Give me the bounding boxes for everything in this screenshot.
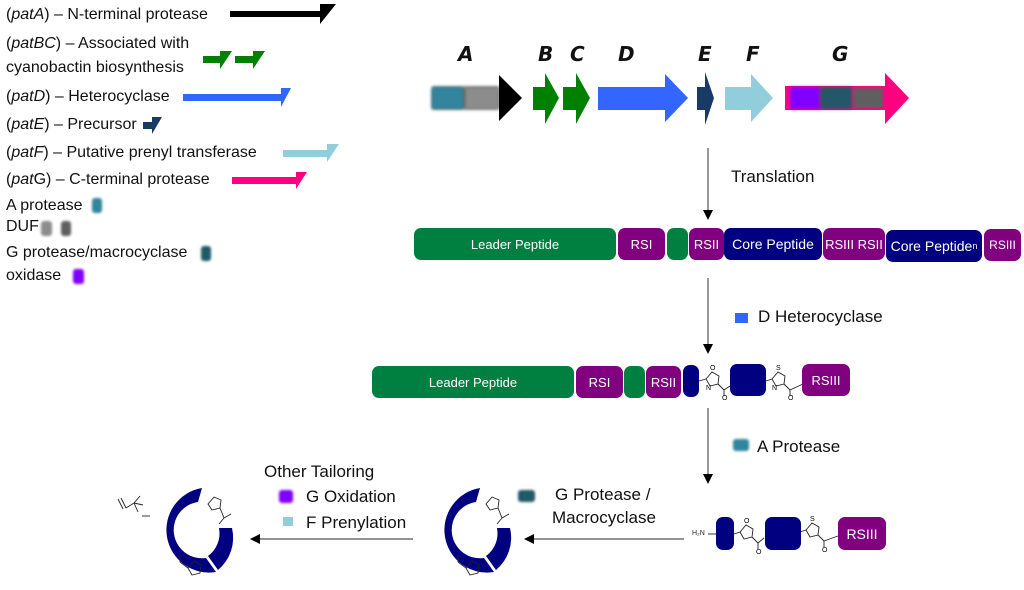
- legend-oxidase: oxidase: [6, 267, 62, 284]
- gene-letter-f: F: [746, 42, 760, 66]
- gene-code: patE: [11, 116, 45, 133]
- rsiii-segment: RSIII: [802, 364, 850, 396]
- gene-arrow-d: [598, 74, 688, 122]
- spacer-segment: [667, 228, 688, 260]
- a-protease-swatch: [92, 198, 102, 213]
- g-protease-step-swatch: [518, 490, 535, 502]
- gene-arrow-g: [785, 73, 909, 124]
- atom-label: O: [744, 518, 750, 525]
- cleaved-chem: [708, 522, 839, 549]
- gene-letter-a: A: [458, 42, 474, 66]
- gene-arrow-a: [432, 75, 522, 121]
- gene-code: patD: [11, 88, 46, 105]
- gene-code: patF: [11, 144, 44, 161]
- translation-label: Translation: [731, 167, 815, 186]
- legend-pata: (patA) – N-terminal protease: [6, 6, 208, 23]
- rsii-segment: RSII: [689, 228, 724, 260]
- core-peptide-n-label: Core Peptide: [890, 238, 973, 254]
- core-block-1: [716, 517, 734, 550]
- legend-pate: (patE) – Precursor: [6, 116, 137, 133]
- core-block-1: [683, 365, 699, 397]
- macrocycle-1: [444, 488, 512, 576]
- rsi-segment: RSI: [576, 366, 623, 398]
- atom-label: S: [810, 516, 815, 523]
- core-block-2: [730, 364, 766, 396]
- legend-patg: (patG) – C-terminal protease: [6, 171, 210, 188]
- legend-a-protease: A protease: [6, 197, 83, 214]
- gene-arrow-b: [533, 73, 559, 124]
- legend-patf: (patF) – Putative prenyl transferase: [6, 144, 257, 161]
- legend-patbc-line2: cyanobactin biosynthesis: [6, 59, 184, 76]
- atom-label: N: [772, 385, 778, 392]
- core-peptide-segment: Core Peptide: [724, 228, 822, 260]
- legend-arrow-patd: [183, 88, 291, 107]
- legend-duf: DUF: [6, 218, 39, 235]
- rsiii-segment: RSIII: [984, 229, 1021, 261]
- f-prenylation-swatch: [283, 517, 293, 526]
- rsiii-rsii-segment: RSIII RSII: [823, 228, 885, 260]
- heterocyclase-label: D Heterocyclase: [758, 307, 883, 326]
- g-oxidation-label: G Oxidation: [306, 487, 396, 506]
- f-prenylation-label: F Prenylation: [306, 513, 407, 532]
- macrocycle-2: [117, 488, 234, 576]
- atom-label: O: [788, 395, 794, 402]
- duf-swatch-dark: [61, 221, 71, 236]
- gene-code: patA: [11, 6, 45, 23]
- a-protease-label: A Protease: [757, 437, 841, 456]
- legend-arrow-pate: [143, 117, 162, 134]
- duf-swatch-light: [41, 221, 52, 236]
- gene-letter-e: E: [698, 42, 712, 66]
- atom-label: N: [706, 385, 712, 392]
- spacer-segment: [624, 366, 645, 398]
- gene-desc: – Heterocyclase: [50, 88, 170, 105]
- atom-label: S: [776, 365, 781, 372]
- legend-arrow-patg: [232, 172, 307, 189]
- oxidase-swatch: [73, 269, 84, 284]
- gene-desc: – Associated with: [61, 35, 190, 52]
- atom-label: O: [756, 549, 762, 556]
- gene-arrow-c: [563, 73, 590, 124]
- a-protease-step-swatch: [733, 439, 749, 451]
- gene-desc: – Precursor: [49, 116, 137, 133]
- gene-letter-c: C: [570, 42, 585, 66]
- gene-letter-g: G: [832, 42, 849, 66]
- legend-patbc: (patBC) – Associated with: [6, 35, 190, 52]
- atom-label: O: [722, 395, 728, 402]
- gene-arrow-e: [697, 72, 714, 125]
- legend-arrow-patf: [283, 144, 339, 162]
- leader-peptide-segment: Leader Peptide: [372, 366, 574, 398]
- g-protease-swatch: [201, 246, 211, 261]
- core-peptide-n-subscript: n: [972, 241, 978, 251]
- other-tailoring-label: Other Tailoring: [264, 462, 375, 481]
- gene-letter-b: B: [538, 42, 554, 66]
- atom-label: O: [710, 365, 716, 372]
- gene-arrow-f: [725, 74, 773, 122]
- thiazoline-ring-1: [765, 371, 804, 396]
- n-terminus-label: H₂N: [692, 530, 705, 537]
- g-protease-label-2: Macrocyclase: [552, 508, 656, 527]
- oxazoline-ring-1: [698, 371, 731, 396]
- core-block-2: [765, 517, 801, 550]
- legend-arrow-patb: [203, 51, 232, 69]
- g-protease-label-1: G Protease /: [555, 485, 651, 504]
- legend-patd: (patD) – Heterocyclase: [6, 88, 170, 105]
- legend-arrow-pata: [230, 4, 336, 24]
- legend-g-protease: G protease/macrocyclase: [6, 244, 188, 261]
- leader-peptide-segment: Leader Peptide: [414, 228, 616, 260]
- rsi-segment: RSI: [618, 228, 665, 260]
- gene-letter-d: D: [618, 42, 635, 66]
- heterocyclase-swatch: [735, 313, 748, 323]
- rsii-segment: RSII: [646, 366, 681, 398]
- rsiii-segment: RSIII: [838, 517, 886, 550]
- atom-label: O: [822, 547, 828, 554]
- gene-desc: – C-terminal protease: [51, 171, 210, 188]
- gene-code: patBC: [11, 35, 56, 52]
- legend-arrow-patc: [235, 51, 265, 69]
- gene-code: pat: [11, 171, 34, 188]
- gene-desc: – N-terminal protease: [49, 6, 208, 23]
- gene-desc: – Putative prenyl transferase: [48, 144, 257, 161]
- g-oxidation-swatch: [279, 490, 293, 503]
